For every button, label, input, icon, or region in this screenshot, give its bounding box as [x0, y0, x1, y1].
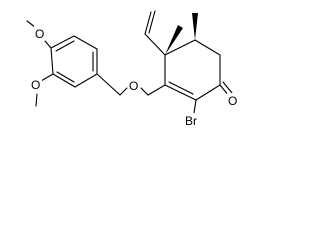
ring-bond-6	[50, 47, 54, 75]
methoxy-left-group: O	[30, 73, 54, 107]
bond-ch2-oether	[119, 87, 128, 96]
wedge-methyl-c4	[165, 25, 183, 55]
label-bg-oleft	[30, 77, 42, 91]
bond-c2-c3	[164, 84, 197, 101]
label-bg-otop	[34, 26, 46, 40]
bond-oether-ch2	[140, 87, 149, 96]
bond-c4-c5	[164, 39, 196, 56]
label-bg-oether	[128, 78, 140, 92]
atom-o-methoxy-left: O	[31, 78, 40, 92]
vinyl-group	[144, 10, 166, 56]
atom-o-methoxy-top: O	[35, 27, 44, 41]
ring-double-1	[55, 40, 75, 52]
bond-ring-oleft	[40, 73, 54, 82]
bond-c2-c3-double	[168, 81, 194, 95]
wedge-methyl-c5	[192, 13, 198, 40]
bromo-substituent: Br	[184, 99, 202, 128]
ring-bond-2	[73, 35, 98, 50]
bond-vinyl-ch2	[144, 11, 152, 35]
bond-c2-br	[193, 99, 197, 114]
label-bg-br	[184, 113, 202, 127]
ring-bond-1	[50, 35, 75, 49]
bond-ch2-c3	[147, 84, 166, 96]
ring-bond-4	[74, 73, 98, 88]
benzyl-ether-linker: O	[96, 73, 166, 96]
ring-double-3	[56, 71, 75, 83]
aromatic-ring	[50, 35, 98, 88]
stereo-methyls	[165, 13, 198, 55]
bond-c5-c6	[194, 39, 221, 56]
bond-oleft-methyl	[35, 93, 38, 107]
ketone-group: O	[219, 81, 239, 108]
label-bg-oketone	[227, 93, 239, 107]
bond-c1-c2	[195, 84, 221, 101]
atom-o-ether: O	[129, 79, 138, 93]
atom-o-ketone: O	[228, 94, 237, 108]
structure-canvas: O O O	[26, 10, 239, 128]
cyclohexenone-ring	[164, 39, 221, 101]
bond-c1-oketone-double	[222, 81, 233, 94]
bond-otop-ring	[44, 40, 52, 49]
atom-br: Br	[185, 114, 197, 128]
ring-bond-5	[52, 73, 76, 88]
chemical-structure: O O O	[26, 10, 239, 128]
bond-ring-ch2	[96, 73, 121, 96]
methoxy-top-group: O	[26, 20, 52, 49]
bond-c4-vinyl	[144, 33, 166, 56]
bond-vinyl-ch2-double	[148, 10, 156, 34]
